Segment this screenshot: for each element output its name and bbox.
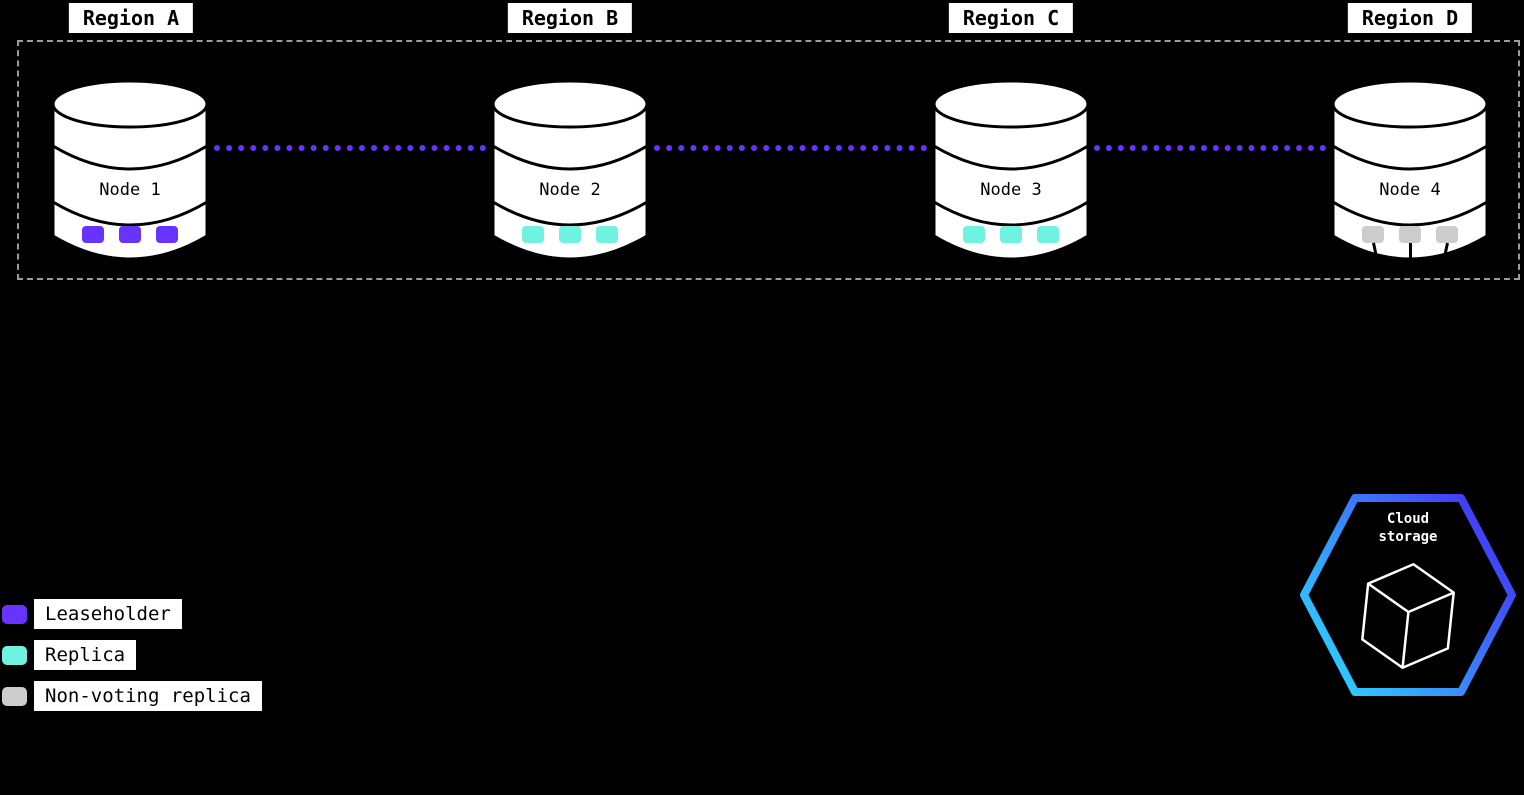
leaseholder-square: [82, 226, 104, 243]
legend-item-leaseholder: Leaseholder: [2, 599, 182, 629]
region-label-b: Region B: [507, 3, 633, 33]
legend: Leaseholder Replica Non-voting replica: [2, 599, 262, 711]
replication-link-3-4: [1094, 145, 1326, 151]
cloud-link-line: [1409, 243, 1412, 267]
replica-square: [559, 226, 581, 243]
cloud-storage-label: Cloud storage: [1378, 511, 1438, 546]
region-label-a: Region A: [68, 3, 194, 33]
leaseholder-square: [119, 226, 141, 243]
replica-swatch: [2, 645, 27, 665]
non-voting-replica-square: [1399, 226, 1421, 243]
node-1-group: Node 1: [50, 78, 210, 268]
replication-link-1-2: [214, 145, 486, 151]
non-voting-replica-swatch: [2, 686, 27, 706]
legend-label: Leaseholder: [34, 599, 182, 629]
legend-item-replica: Replica: [2, 640, 137, 670]
replica-square: [596, 226, 618, 243]
non-voting-replica-square: [1436, 226, 1458, 243]
replica-square: [963, 226, 985, 243]
leaseholder-swatch: [2, 604, 27, 624]
region-label-c: Region C: [948, 3, 1074, 33]
node-4-group: Node 4: [1330, 78, 1490, 268]
node-label: Node 4: [1379, 180, 1441, 200]
replica-squares: [50, 226, 210, 243]
replica-square: [1000, 226, 1022, 243]
database-icon: [491, 79, 649, 261]
replica-squares: [931, 226, 1091, 243]
cloud-storage-hexagon: Cloud storage: [1298, 492, 1518, 698]
node-label: Node 1: [99, 180, 161, 200]
replication-link-2-3: [654, 145, 927, 151]
hexagon-icon: [1300, 494, 1516, 696]
region-label-d: Region D: [1347, 3, 1473, 33]
legend-item-non-voting-replica: Non-voting replica: [2, 681, 262, 711]
replica-square: [522, 226, 544, 243]
node-3-group: Node 3: [931, 78, 1091, 268]
non-voting-replica-square: [1362, 226, 1384, 243]
database-icon: [1331, 79, 1489, 261]
cluster-boundary: [17, 40, 1520, 280]
node-2-group: Node 2: [490, 78, 650, 268]
cube-icon: [1361, 563, 1455, 669]
leaseholder-square: [156, 226, 178, 243]
replica-squares: [490, 226, 650, 243]
legend-label: Replica: [34, 640, 137, 670]
database-icon: [51, 79, 209, 261]
database-icon: [932, 79, 1090, 261]
node-label: Node 2: [539, 180, 601, 200]
node-label: Node 3: [980, 180, 1042, 200]
legend-label: Non-voting replica: [34, 681, 262, 711]
replica-square: [1037, 226, 1059, 243]
replica-squares: [1330, 226, 1490, 243]
